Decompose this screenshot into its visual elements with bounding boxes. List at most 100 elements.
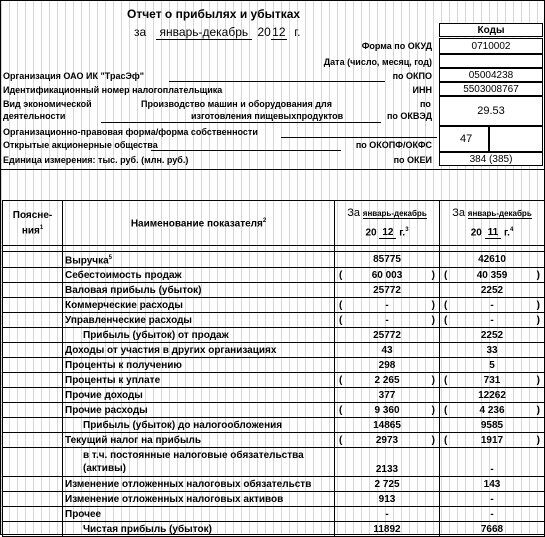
- row-indicator-sup: 5: [108, 255, 113, 261]
- paren-open: (: [444, 434, 448, 446]
- header-note-text: Поясне-ния: [12, 209, 53, 237]
- row-note-cell: [2, 447, 63, 478]
- paren-open: (: [339, 299, 343, 311]
- paren-close: ): [431, 404, 435, 416]
- header-indicator-sup: 2: [262, 218, 267, 225]
- paren-open: (: [444, 404, 448, 416]
- row-indicator-name: Выручка: [65, 255, 109, 267]
- financial-table: Поясне-ния1 Наименование показателя2 За …: [2, 200, 545, 537]
- row-indicator-name: Управленческие расходы: [65, 314, 192, 326]
- header-indicator: Наименование показателя2: [62, 200, 335, 246]
- row-value-2012: (-): [334, 312, 440, 329]
- row-indicator-cell: Изменение отложенных налоговых активов: [62, 491, 335, 508]
- row-value: 2133: [375, 464, 399, 476]
- row-value-2011: 33: [439, 342, 545, 359]
- row-indicator-name: Себестоимость продаж: [65, 269, 182, 281]
- col1-za: За: [347, 206, 360, 219]
- paren-open: (: [444, 269, 448, 281]
- activity-label-2: деятельности: [3, 111, 66, 121]
- table-row: в т.ч. постоянные налоговые обязательств…: [2, 447, 545, 478]
- row-indicator-name: Прибыль (убыток) от продаж: [83, 329, 229, 341]
- row-indicator-cell: Прибыль (убыток) от продаж: [62, 327, 335, 344]
- row-indicator-name: Изменение отложенных налоговых активов: [65, 493, 284, 505]
- report-title: Отчет о прибылях и убытках: [127, 7, 301, 21]
- row-value: 913: [378, 493, 396, 505]
- row-value-2011: 42610: [439, 250, 545, 269]
- row-value: 25772: [373, 329, 401, 341]
- table-row: Прочее--: [2, 506, 545, 523]
- row-value: 2 265: [374, 374, 400, 386]
- row-value-2012: -: [334, 506, 440, 523]
- row-note-cell: [2, 282, 63, 299]
- paren-open: (: [339, 374, 343, 386]
- row-value: 731: [483, 374, 501, 386]
- row-value-2012: 14865: [334, 417, 440, 434]
- row-value: 2252: [480, 329, 504, 341]
- row-value: 85775: [373, 254, 401, 266]
- col1-sup: 3: [405, 226, 409, 233]
- paren-open: (: [339, 269, 343, 281]
- row-indicator-name: Чистая прибыль (убыток): [83, 523, 212, 535]
- table-row: Текущий налог на прибыль(2973)(1917): [2, 432, 545, 449]
- row-value-2012: 25772: [334, 327, 440, 344]
- row-indicator-cell: Коммерческие расходы: [62, 297, 335, 314]
- row-value-2012: 85775: [334, 250, 440, 269]
- code-label-okopf: по ОКОПФ/ОКФС: [355, 140, 432, 150]
- code-label-okved: по ОКВЭД: [386, 111, 432, 121]
- row-value: 298: [378, 359, 396, 371]
- row-value-2012: (2 265): [334, 372, 440, 389]
- code-inn: 5503008767: [439, 82, 543, 96]
- row-value: -: [490, 314, 494, 326]
- row-value-2011: (-): [439, 297, 545, 314]
- col2-period: январь-декабрь: [467, 208, 532, 219]
- legal-form-label: Организационно-правовая форма/форма собс…: [3, 127, 258, 137]
- activity-underline: [101, 122, 381, 123]
- org-name-underline: [169, 81, 385, 82]
- row-value-2012: (60 003): [334, 267, 440, 284]
- row-note-cell: [2, 402, 63, 419]
- col1-suffix: г.: [399, 227, 406, 239]
- header-col1: За январь-декабрь 20 12 г.3: [334, 200, 440, 246]
- row-value: -: [490, 493, 494, 505]
- table-row: Проценты к уплате(2 265)(731): [2, 372, 545, 389]
- row-value: 14865: [373, 419, 401, 431]
- row-indicator-name: Проценты к уплате: [65, 374, 161, 386]
- code-label-date: Дата (число, месяц, год): [323, 57, 432, 67]
- row-note-cell: [2, 387, 63, 404]
- row-value-2011: (1917): [439, 432, 545, 449]
- header-divider: [1, 169, 544, 170]
- row-value: -: [490, 464, 494, 476]
- row-note-cell: [2, 327, 63, 344]
- table-row: Прочие расходы(9 360)(4 236): [2, 402, 545, 419]
- paren-open: (: [339, 404, 343, 416]
- row-value: 2 725: [374, 478, 400, 490]
- table-row: Выручка5 85775 42610: [2, 250, 545, 269]
- code-okopf: 47: [439, 126, 489, 152]
- row-value: 12262: [478, 389, 506, 401]
- code-label-okei: по ОКЕИ: [393, 155, 432, 165]
- period-suffix: г.: [294, 25, 301, 39]
- row-value-2011: (-): [439, 312, 545, 329]
- row-value: 143: [483, 478, 501, 490]
- paren-open: (: [444, 374, 448, 386]
- row-note-cell: [2, 476, 63, 493]
- row-value: -: [385, 314, 389, 326]
- row-indicator-name: в т.ч. постоянные налоговые обязательств…: [83, 450, 304, 475]
- row-indicator-name: Прочее: [65, 508, 102, 520]
- table-row: Коммерческие расходы(-)(-): [2, 297, 545, 314]
- paren-close: ): [431, 434, 435, 446]
- row-value: 11892: [373, 523, 401, 535]
- row-indicator-cell: Валовая прибыль (убыток): [62, 282, 335, 299]
- table-row: Изменение отложенных налоговых активов 91…: [2, 491, 545, 508]
- code-okud: 0710002: [439, 38, 543, 54]
- period-year-prefix: 20: [257, 25, 271, 39]
- row-value: 25772: [373, 284, 401, 296]
- paren-close: ): [431, 374, 435, 386]
- row-value-2011: 9585: [439, 417, 545, 434]
- header-indicator-text: Наименование показателя: [130, 218, 263, 230]
- row-indicator-cell: Текущий налог на прибыль: [62, 432, 335, 449]
- paren-open: (: [339, 434, 343, 446]
- row-indicator-name: Изменение отложенных налоговых обязатель…: [65, 478, 312, 490]
